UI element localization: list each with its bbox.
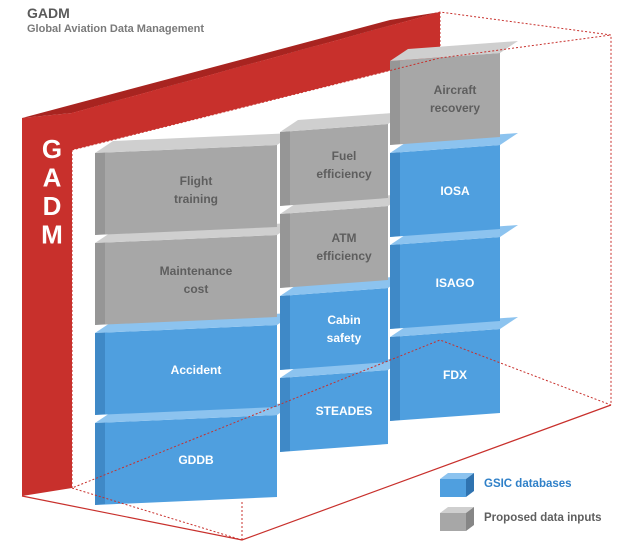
block-top-face [280, 112, 406, 132]
block-aircraft-recovery: Aircraft recovery [390, 41, 518, 145]
cube-top [440, 507, 474, 513]
block-shade [390, 336, 400, 421]
block-shade [95, 152, 105, 235]
block-front-face [95, 415, 277, 505]
block-label: GDDB [178, 453, 214, 467]
banner-letter-g: G [42, 134, 62, 164]
red-side-panel [22, 113, 72, 496]
block-top-face [95, 133, 295, 153]
block-label: cost [184, 282, 209, 296]
block-front-face [280, 370, 388, 452]
block-label: FDX [443, 368, 467, 382]
cube-side [466, 507, 474, 531]
banner-letter-a: A [43, 163, 62, 193]
block-label: Flight [180, 174, 213, 188]
column-2: STEADES Cabin safety ATM efficiency Fuel effic… [280, 112, 406, 452]
red-back-panel-group: GADM [22, 12, 440, 496]
cube-front [440, 513, 466, 531]
block-front-face [390, 145, 500, 237]
block-shade [280, 377, 290, 452]
legend-proposed-label: Proposed data inputs [484, 512, 602, 524]
block-front-face [390, 237, 500, 329]
block-shade [390, 60, 400, 145]
block-front-face [280, 124, 388, 206]
wireframe-front [21, 34, 612, 541]
banner-letter-d: D [43, 191, 62, 221]
cube-top [440, 473, 474, 479]
wireframe-mid [71, 150, 612, 489]
block-front-face [280, 288, 388, 370]
legend-gsic-label: GSIC databases [484, 478, 572, 490]
block-top-face [390, 41, 518, 61]
block-maintenance-cost: Maintenance cost [95, 223, 295, 325]
block-front-face [95, 325, 277, 415]
cube-side [466, 473, 474, 497]
legend-gsic-icon [440, 473, 474, 497]
block-isago: ISAGO [390, 225, 518, 329]
block-label: STEADES [316, 404, 373, 418]
block-cabin-safety: Cabin safety [280, 276, 406, 370]
block-label: training [174, 192, 218, 206]
block-label: recovery [430, 101, 480, 115]
block-label: efficiency [316, 249, 372, 263]
block-label: Fuel [332, 149, 357, 163]
column-3: FDX ISAGO IOSA Aircraft recovery [390, 41, 518, 421]
legend-gsic: GSIC databases [484, 478, 572, 490]
block-stacks: GDDB Accident Maintenance cost Flight trainin… [95, 41, 518, 505]
header: GADM Global Aviation Data Management [27, 5, 204, 36]
block-label: ISAGO [436, 276, 475, 290]
block-fdx: FDX [390, 317, 518, 421]
block-label: efficiency [316, 167, 372, 181]
block-iosa: IOSA [390, 133, 518, 237]
block-accident: Accident [95, 313, 295, 415]
block-front-face [390, 53, 500, 145]
block-label: IOSA [440, 184, 470, 198]
block-front-face [95, 145, 277, 235]
block-shade [390, 152, 400, 237]
block-steades: STEADES [280, 358, 406, 452]
red-panel-top-edge [22, 12, 440, 118]
block-label: Aircraft [434, 83, 477, 97]
block-shade [280, 213, 290, 288]
block-fuel-efficiency: Fuel efficiency [280, 112, 406, 206]
block-label: Accident [171, 363, 222, 377]
red-back-panel-top [72, 12, 440, 150]
wireframe-floor-back [71, 487, 243, 541]
block-flight-training: Flight training [95, 133, 295, 235]
block-label: Cabin [327, 313, 360, 327]
page-title: GADM [27, 5, 70, 21]
block-shade [280, 131, 290, 206]
block-gddb: GDDB [95, 403, 295, 505]
legend-proposed-icon [440, 507, 474, 531]
block-shade [95, 422, 105, 505]
block-shade [390, 244, 400, 329]
legend-icons [440, 473, 474, 531]
block-label: Maintenance [160, 264, 233, 278]
banner-letter-m: M [41, 220, 63, 250]
block-atm-efficiency: ATM efficiency [280, 194, 406, 288]
page-subtitle: Global Aviation Data Management [27, 23, 205, 35]
block-front-face [95, 235, 277, 325]
block-shade [280, 295, 290, 370]
column-1: GDDB Accident Maintenance cost Flight trainin… [95, 133, 295, 505]
cube-front [440, 479, 466, 497]
block-shade [95, 242, 105, 325]
block-label: ATM [331, 231, 356, 245]
block-front-face [280, 206, 388, 288]
block-label: safety [327, 331, 362, 345]
legend-proposed: Proposed data inputs [484, 512, 602, 524]
block-shade [95, 332, 105, 415]
